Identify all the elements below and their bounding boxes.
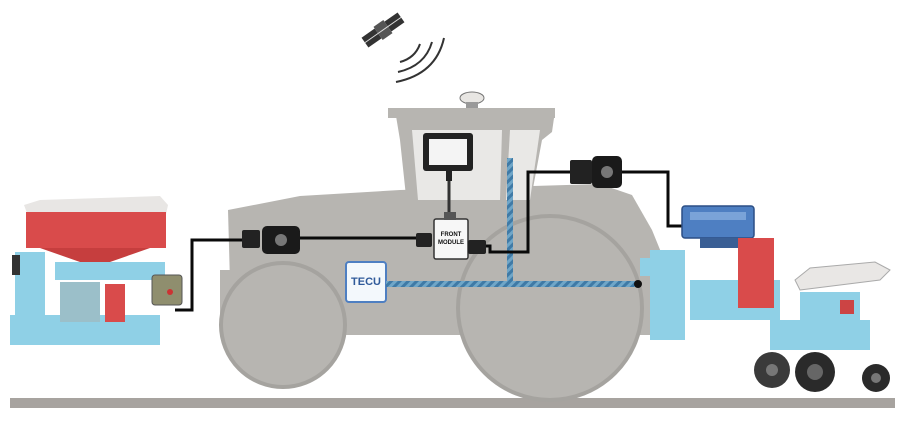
rear-wheel bbox=[456, 214, 644, 402]
front-module-label-line: MODULE bbox=[438, 240, 464, 246]
satellite-icon bbox=[361, 12, 405, 48]
harness-horizontal bbox=[386, 281, 638, 287]
implement-ecu-box bbox=[151, 274, 183, 306]
front-wheel bbox=[219, 261, 347, 389]
ground-line bbox=[10, 398, 895, 408]
connector-icon-rear bbox=[570, 156, 622, 188]
isobus-cables bbox=[175, 170, 682, 312]
front-module-label: FRONT MODULE bbox=[438, 232, 464, 246]
connector-icon-module bbox=[416, 233, 486, 254]
signal-waves-icon bbox=[395, 37, 445, 83]
front-hopper-implement bbox=[10, 196, 168, 345]
ecu-indicator bbox=[167, 289, 173, 295]
front-module-label-line: FRONT bbox=[441, 232, 462, 238]
gps-antenna-icon bbox=[459, 91, 485, 108]
rear-ecu-box bbox=[681, 205, 755, 248]
module-box-icon bbox=[433, 212, 469, 260]
harness-end-plug bbox=[634, 280, 642, 288]
harness-vertical bbox=[507, 158, 513, 282]
connector-icon-left bbox=[242, 226, 300, 254]
display-monitor-icon bbox=[423, 133, 473, 181]
tecu-label: TECU bbox=[351, 276, 381, 288]
rear-planter-implement bbox=[640, 238, 891, 392]
